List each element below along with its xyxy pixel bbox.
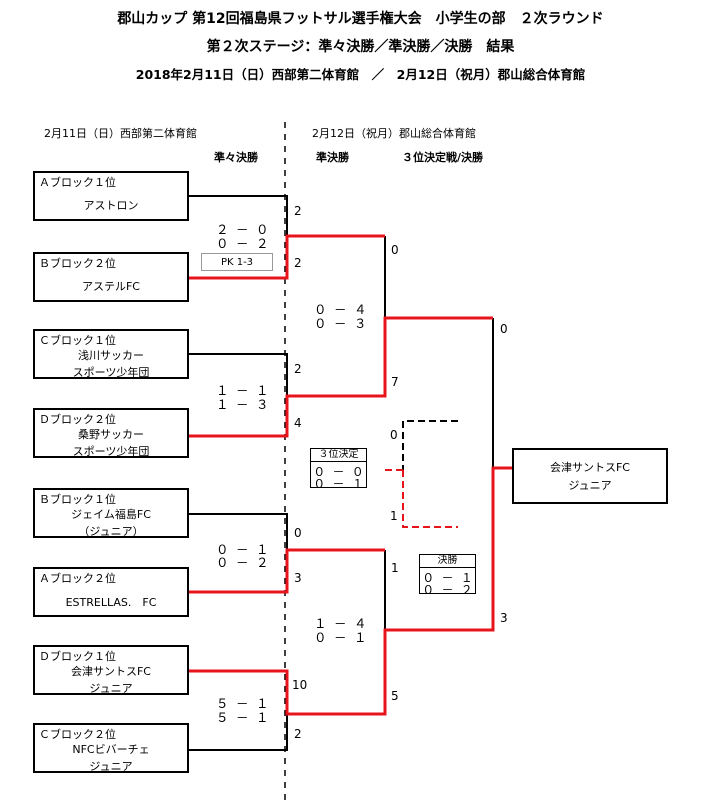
team-name: 会津サントスFC [70,665,151,678]
qf2-bottom-total: 4 [294,416,302,430]
qf3-bottom-total: 3 [294,571,302,585]
sf2-bottom-total: 5 [391,689,399,703]
team-name: ESTRELLAS. FC [65,596,157,609]
qf4-half1-score: ５ － １ [216,696,269,711]
champion-box: 会津サントスFC ジュニア [512,448,668,504]
team-name: 桑野サッカー [78,428,144,441]
team-box-4: Ｄブロック２位 桑野サッカー スポーツ少年団 [33,408,189,458]
block-label: Ａブロック１位 [39,176,116,189]
qf4-top-total: 10 [292,678,308,692]
team-box-1: Ａブロック１位 アストロン [33,171,189,221]
final-bottom-total: 3 [500,611,508,625]
final-half1-score: ０ － １ [422,571,473,585]
page-subtitle: 第２次ステージ：準々決勝／準決勝／決勝 結果 [206,39,515,55]
qf1-pk-score: PK 1-3 [201,253,273,271]
team-name-line2: ジュニア [89,760,133,773]
qf1-half2-score: ０ － ２ [216,236,269,251]
third-place-score-box: ３位決定 ０ － ０ ０ － １ [310,448,367,491]
third-place-half2-score: ０ － １ [313,477,364,491]
team-box-7: Ｄブロック１位 会津サントスFC ジュニア [33,645,189,695]
qf-round-label: 準々決勝 [214,151,258,164]
block-label: Ｃブロック２位 [39,728,116,741]
team-box-6: Ａブロック２位 ESTRELLAS. FC [33,567,189,617]
page-title: 郡山カップ 第12回福島県フットサル選手権大会 小学生の部 ２次ラウンド [117,11,604,27]
sf-round-label: 準決勝 [316,151,349,164]
sf2-top-total: 1 [391,561,399,575]
block-label: Ｄブロック１位 [39,650,116,663]
third-place-half1-score: ０ － ０ [313,465,364,479]
qf1-top-total: 2 [294,204,302,218]
day1-label: 2月11日（日）西部第二体育館 [44,127,197,140]
qf3-half1-score: ０ － １ [216,542,269,557]
qf4-bottom-total: 2 [294,727,302,741]
final-round-label: ３位決定戦/決勝 [402,151,484,164]
team-box-5: Ｂブロック１位 ジェイム福島FC （ジュニア） [33,488,189,538]
team-name-line2: ジュニア [89,682,133,695]
sf1-half1-score: ０ － ４ [314,302,367,317]
third-place-line-black [402,420,458,470]
black-lines [189,195,494,751]
sf1-bottom-total: 7 [391,375,399,389]
team-name-line2: （ジュニア） [78,525,144,538]
day2-label: 2月12日（祝月）郡山総合体育館 [312,127,476,140]
team-name: 浅川サッカー [78,349,144,362]
qf2-top-total: 2 [294,362,302,376]
qf1-bottom-total: 2 [294,256,302,270]
block-label: Ｂブロック２位 [39,257,116,270]
final-top-total: 0 [500,322,508,336]
qf1-half1-score: ２ － ０ [216,222,269,237]
block-label: Ｂブロック１位 [39,493,116,506]
qf4-half2-score: ５ － １ [216,710,269,725]
block-label: Ｃブロック１位 [39,334,116,347]
third-place-title: ３位決定 [311,448,366,462]
team-box-3: Ｃブロック１位 浅川サッカー スポーツ少年団 [33,329,189,379]
page-dates: 2018年2月11日（日）西部第二体育館 ／ 2月12日（祝月）郡山総合体育館 [135,67,586,82]
qf2-half1-score: １ － １ [216,383,269,398]
champion-name: 会津サントスFC [549,461,630,474]
sf1-top-total: 0 [391,243,399,257]
team-box-2: Ｂブロック２位 アステルFC [33,252,189,302]
team-name: アストロン [83,199,139,212]
final-title: 決勝 [420,554,475,568]
third-place-bottom-total: 1 [390,509,398,523]
team-box-8: Ｃブロック２位 NFCビバーチェ ジュニア [33,723,189,773]
sf2-half2-score: ０ － １ [314,630,367,645]
qf2-half2-score: １ － ３ [216,397,269,412]
team-name-line2: スポーツ少年団 [72,366,150,379]
block-label: Ｄブロック２位 [39,413,116,426]
team-name: アステルFC [81,280,140,293]
third-place-line-red [385,469,458,528]
team-name: NFCビバーチェ [72,743,150,756]
sf1-half2-score: ０ － ３ [314,316,367,331]
final-score-box: 決勝 ０ － １ ０ － ２ [419,554,476,597]
champion-name-line2: ジュニア [568,479,612,492]
red-lines [189,234,512,716]
block-label: Ａブロック２位 [39,572,116,585]
sf2-half1-score: １ － ４ [314,616,367,631]
third-place-top-total: 0 [390,428,398,442]
team-name: ジェイム福島FC [71,508,151,521]
team-name-line2: スポーツ少年団 [72,445,150,458]
qf3-half2-score: ０ － ２ [216,555,269,570]
final-half2-score: ０ － ２ [422,583,473,597]
qf3-top-total: 0 [294,526,302,540]
